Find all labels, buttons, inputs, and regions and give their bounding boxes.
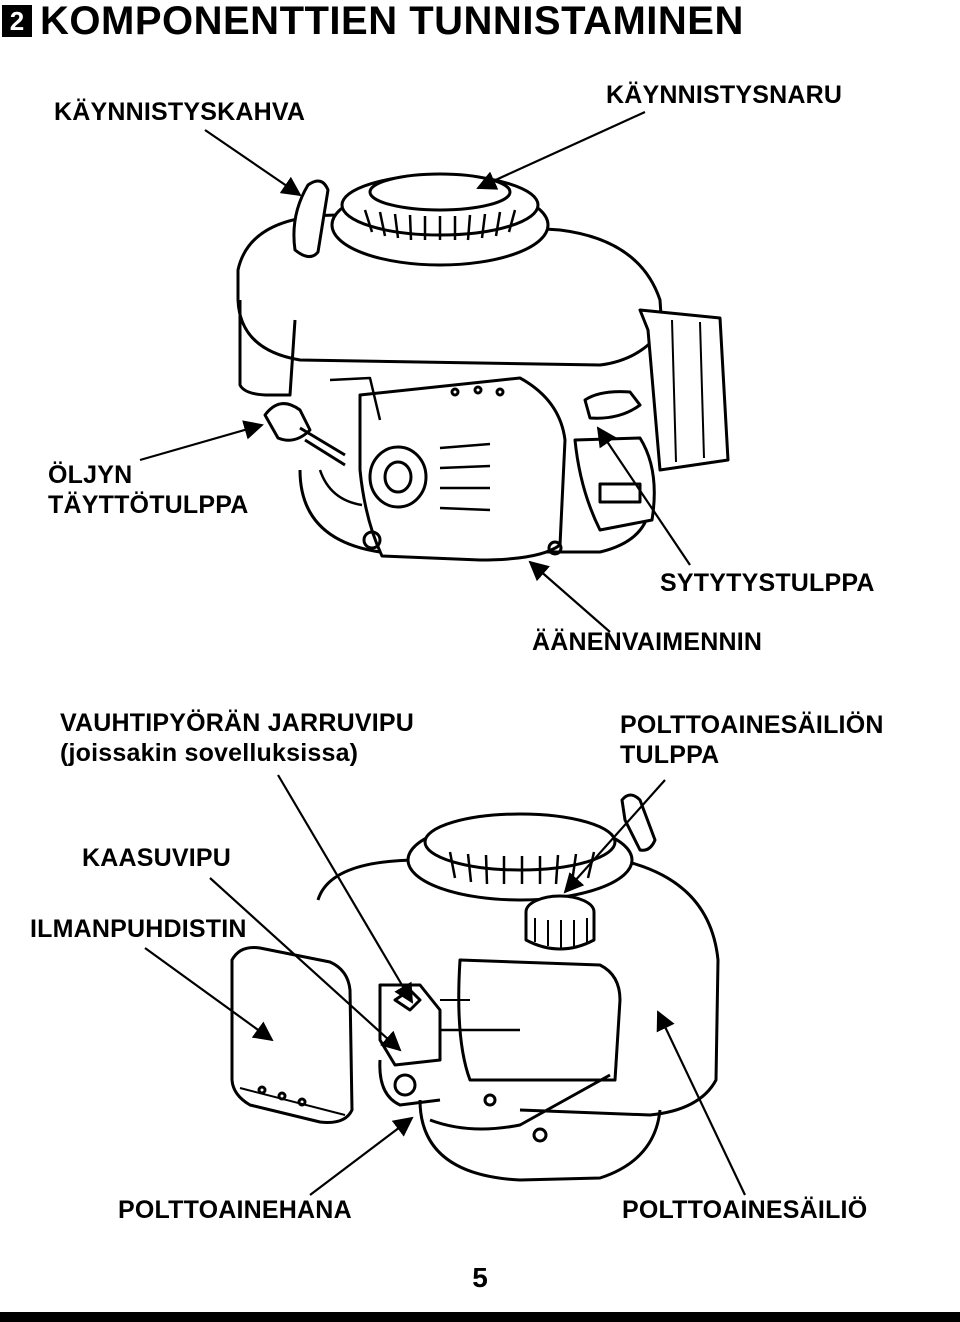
- label-oljyn-line2: TÄYTTÖTULPPA: [48, 491, 249, 519]
- arrow-oljyn-tayttotulppa: [139, 420, 264, 462]
- label-vauhtipyora-line1: VAUHTIPYÖRÄN JARRUVIPU: [60, 709, 414, 737]
- page-title: KOMPONENTTIEN TUNNISTAMINEN: [40, 0, 744, 43]
- label-sytytystulppa: SYTYTYSTULPPA: [660, 569, 875, 597]
- arrow-kaasuvipu: [209, 877, 402, 1052]
- label-vauhtipyora-line2: (joissakin sovelluksissa): [60, 739, 359, 767]
- label-kaasuvipu: KAASUVIPU: [82, 844, 232, 872]
- label-oljyn-line1: ÖLJYN: [48, 461, 133, 489]
- arrow-kaynnistyskahva: [204, 129, 302, 197]
- section-number-badge: 2: [2, 5, 32, 37]
- engine-bottom-drawing: [230, 793, 720, 1182]
- label-polttoainehana: POLTTOAINEHANA: [118, 1196, 352, 1224]
- label-polttoainesailion-line2: TULPPA: [620, 741, 720, 769]
- label-aanenvaimennin: ÄÄNENVAIMENNIN: [532, 628, 763, 656]
- arrow-polttoainesailio: [656, 1010, 746, 1196]
- label-polttoainesailio: POLTTOAINESÄILIÖ: [622, 1196, 868, 1224]
- bottom-rule: [0, 1312, 960, 1322]
- arrow-polttoainehana: [309, 1116, 414, 1196]
- label-ilmanpuhdistin: ILMANPUHDISTIN: [30, 915, 247, 943]
- label-polttoainesailion-line1: POLTTOAINESÄILIÖN: [620, 711, 884, 739]
- arrow-vauhtipyora-jarruvipu: [277, 774, 414, 1004]
- arrow-aanenvaimennin: [528, 560, 611, 633]
- page-number: 5: [472, 1262, 488, 1293]
- arrow-ilmanpuhdistin: [144, 947, 274, 1042]
- leader-arrows: [139, 110, 746, 1196]
- arrow-sytytystulppa: [596, 426, 691, 566]
- arrow-polttoainesailion-tulppa: [563, 779, 666, 894]
- label-kaynnistysnaru: KÄYNNISTYSNARU: [606, 81, 843, 109]
- label-kaynnistyskahva: KÄYNNISTYSKAHVA: [54, 98, 306, 126]
- arrow-kaynnistysnaru: [476, 110, 646, 190]
- section-header: 2 KOMPONENTTIEN TUNNISTAMINEN: [2, 0, 744, 42]
- engine-top-drawing: [236, 172, 730, 562]
